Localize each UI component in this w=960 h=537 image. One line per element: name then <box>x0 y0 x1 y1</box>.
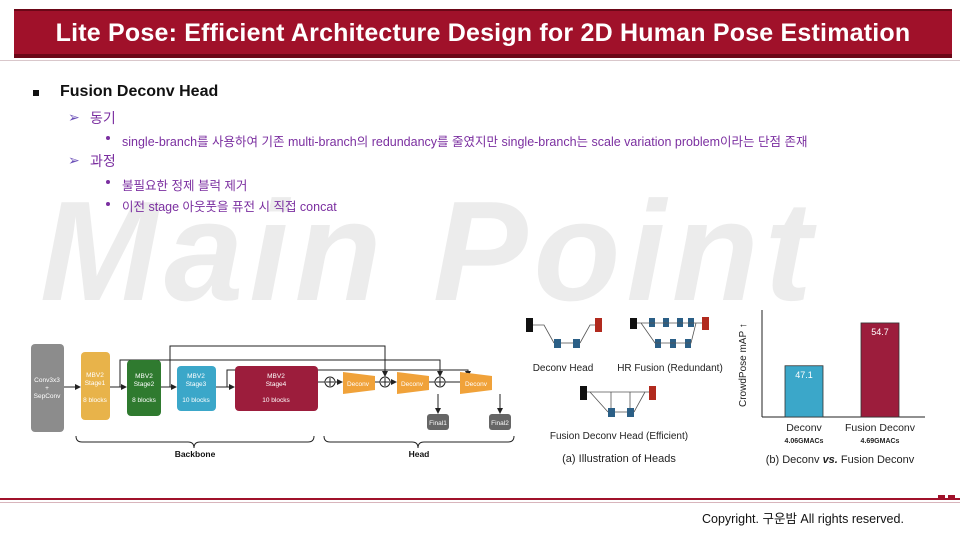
final2-block <box>489 414 511 430</box>
stage4-label: MBV2 <box>267 373 285 380</box>
backbone-brace <box>75 435 315 449</box>
stage3-label: MBV2 <box>187 373 205 380</box>
slide-title: Lite Pose: Efficient Architecture Design… <box>55 19 911 47</box>
deconv-block <box>397 372 429 394</box>
stage1-blocks: 8 blocks <box>83 397 108 404</box>
fusion-deconv-label: Fusion Deconv Head (Efficient) <box>550 431 688 442</box>
hr-fusion-label: HR Fusion (Redundant) <box>617 363 723 374</box>
stage3-blocks: 10 blocks <box>182 397 210 404</box>
final1-label: Final1 <box>429 420 447 427</box>
dot-bullet-icon <box>106 136 110 140</box>
subsection-process: 과정 <box>90 153 116 169</box>
hr-fusion-icon <box>630 317 709 348</box>
conv-label: Conv3x3 <box>34 377 60 384</box>
deconv-head-label: Deconv Head <box>533 363 594 374</box>
header-divider <box>0 60 960 61</box>
stage4-label: Stage4 <box>266 381 287 388</box>
stage4-blocks: 10 blocks <box>262 397 290 404</box>
title-bar: Lite Pose: Efficient Architecture Design… <box>14 9 952 58</box>
stage2-label: Stage2 <box>134 381 155 388</box>
bar <box>784 365 824 418</box>
header: Lite Pose: Efficient Architecture Design… <box>0 0 960 64</box>
section-heading: Fusion Deconv Head <box>60 83 219 100</box>
stage1-label: Stage1 <box>85 380 106 387</box>
head-brace <box>323 435 515 449</box>
stage3-block <box>177 366 216 411</box>
add-node <box>434 376 446 388</box>
copyright-text: Copyright. 구운밤 All rights reserved. <box>702 512 904 526</box>
list-item: single-branch를 사용하여 기존 multi-branch의 red… <box>122 135 808 149</box>
stage2-label: MBV2 <box>135 373 153 380</box>
list-item: 불필요한 정제 블럭 제거 <box>122 179 248 193</box>
stage1-label: MBV2 <box>86 372 104 379</box>
final2-label: Final2 <box>491 420 509 427</box>
category-sublabel: 4.69GMACs <box>861 438 900 445</box>
deconv-block <box>343 372 375 394</box>
bar-value-label: 47.1 <box>795 370 813 380</box>
category-sublabel: 4.06GMACs <box>785 438 824 445</box>
conv-label: + <box>45 385 49 392</box>
head-label: Head <box>409 449 430 459</box>
final1-block <box>427 414 449 430</box>
deconv-head-icon <box>526 318 602 348</box>
square-bullet-icon <box>33 90 39 96</box>
deconv-block <box>460 372 492 394</box>
fusion-deconv-icon <box>580 386 656 417</box>
stage4-block <box>235 366 318 411</box>
chart-title: (b) Deconv vs. Fusion Deconv <box>766 454 915 466</box>
arrow-bullet-icon: ➢ <box>68 109 80 125</box>
conv-block <box>31 344 64 432</box>
bar-value-label: 54.7 <box>871 327 889 337</box>
footer-divider <box>0 498 960 500</box>
stage3-label: Stage3 <box>186 381 207 388</box>
category-label: Deconv <box>786 422 822 434</box>
dot-bullet-icon <box>106 202 110 206</box>
deconv-label: Deconv <box>465 381 488 388</box>
heads-caption: (a) Illustration of Heads <box>562 453 676 465</box>
list-item: 이전 stage 아웃풋을 퓨전 시 직접 concat <box>122 200 337 214</box>
footer-divider <box>0 502 960 503</box>
add-node <box>324 376 336 388</box>
category-label: Fusion Deconv <box>845 422 916 434</box>
stage2-blocks: 8 blocks <box>132 397 157 404</box>
deconv-label: Deconv <box>401 381 424 388</box>
arrow-bullet-icon: ➢ <box>68 152 80 168</box>
dot-bullet-icon <box>106 180 110 184</box>
stage2-block <box>127 360 161 416</box>
y-axis-label: CrowdPose mAP ↑ <box>738 323 749 407</box>
stage1-block <box>81 352 110 420</box>
backbone-label: Backbone <box>175 449 216 459</box>
conv-label: SepConv <box>34 393 61 400</box>
add-node <box>379 376 391 388</box>
subsection-motivation: 동기 <box>90 110 116 126</box>
watermark: Main Point <box>40 172 818 331</box>
bar <box>860 322 900 418</box>
corner-mark-icon <box>938 495 955 498</box>
deconv-label: Deconv <box>347 381 370 388</box>
